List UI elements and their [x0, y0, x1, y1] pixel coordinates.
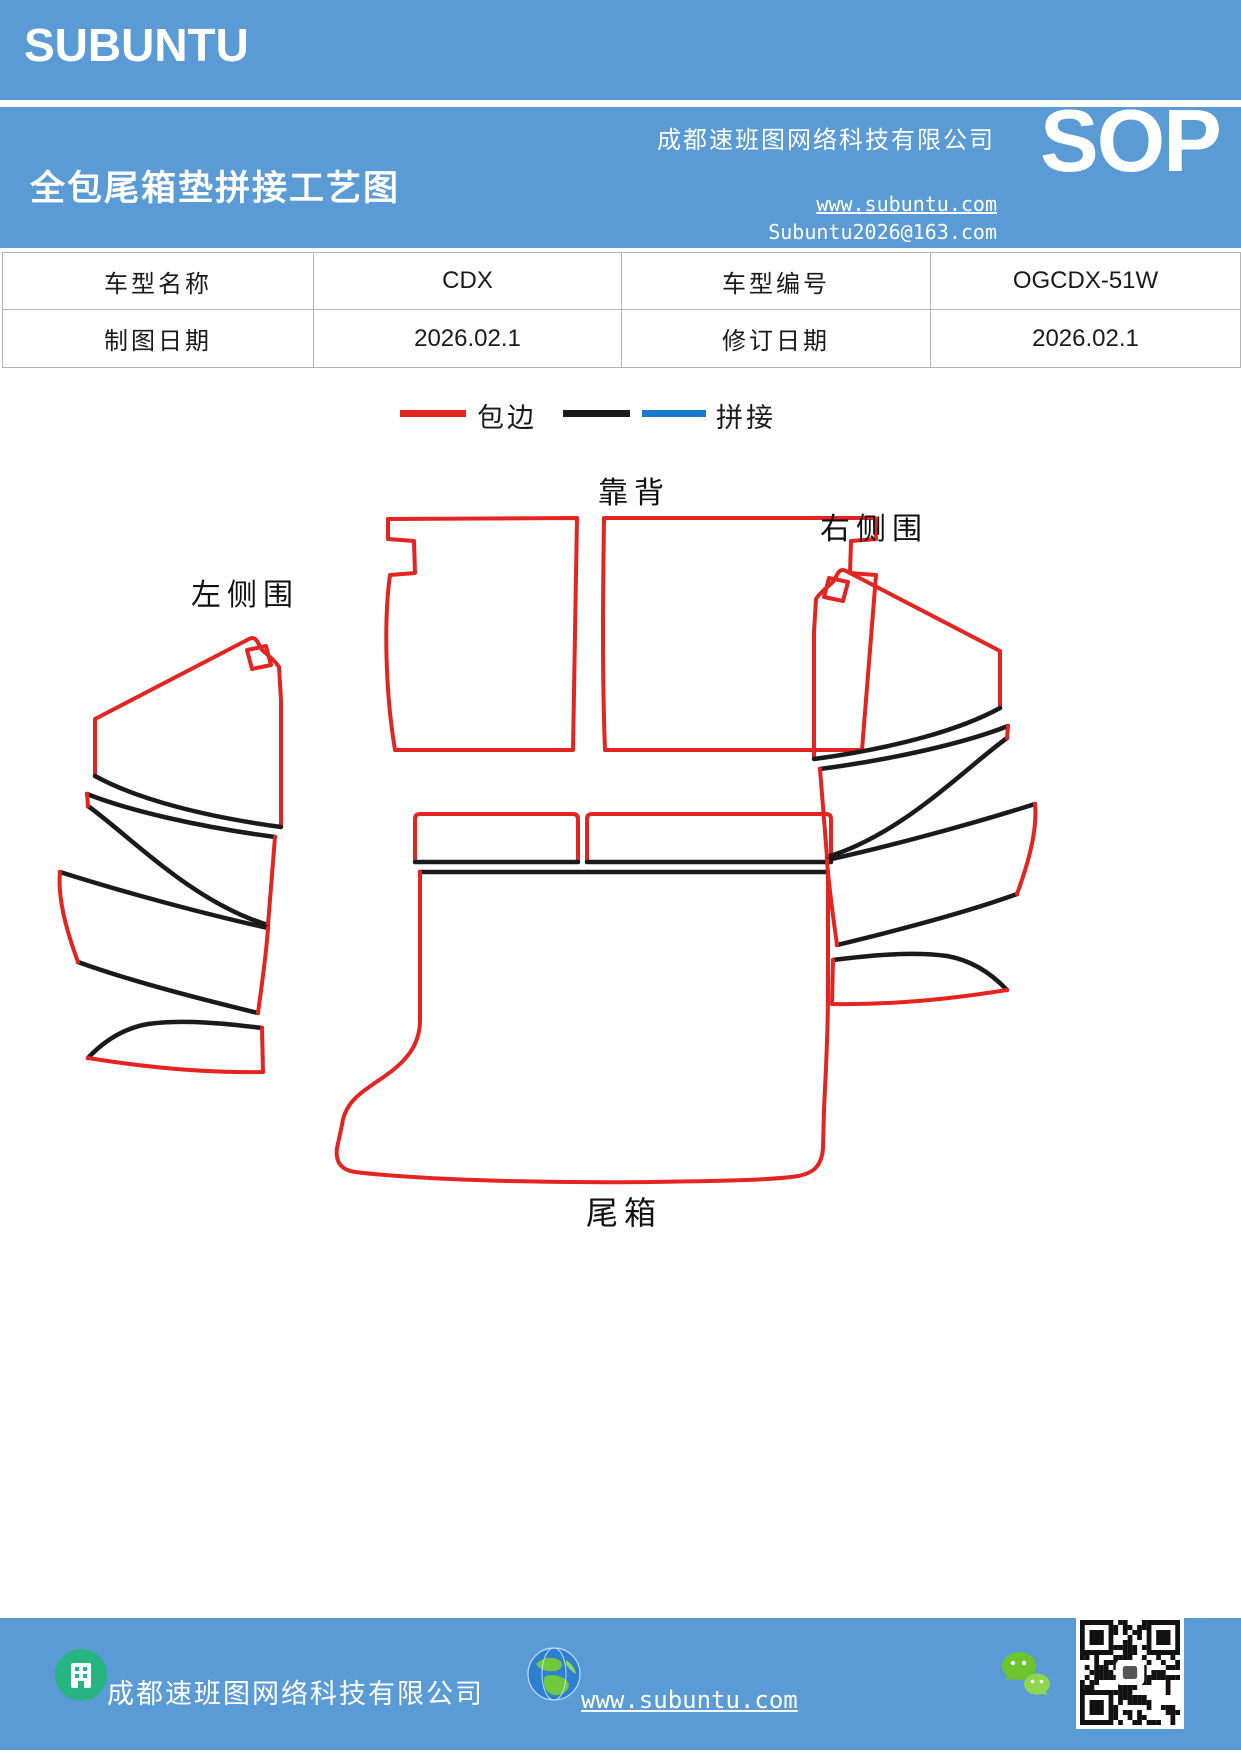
right-side-piece-4 [830, 951, 1010, 1007]
right-side-piece-2 [817, 723, 1011, 860]
page-title: 全包尾箱垫拼接工艺图 [30, 169, 401, 208]
qr-code [1076, 1616, 1184, 1729]
doc-type-label: SOP [1040, 91, 1222, 190]
right-side-piece-3 [824, 801, 1038, 948]
table-cell-drawdate-value: 2026.02.1 [314, 310, 622, 367]
vehicle-info-table: 车型名称 CDX 车型编号 OGCDX-51W 制图日期 2026.02.1 修… [2, 252, 1241, 368]
cutting-diagram: 靠背 左侧围 右侧围 尾箱 [0, 420, 1241, 1240]
right-side-group [811, 567, 1038, 1007]
trunk-main-piece [334, 869, 830, 1185]
table-cell-revdate-value: 2026.02.1 [931, 310, 1240, 367]
header-divider-line [0, 104, 995, 107]
label-left-side: 左侧围 [191, 579, 299, 612]
left-side-piece-3 [57, 869, 271, 1016]
legend-splice-black-swatch [563, 410, 630, 417]
label-trunk: 尾箱 [586, 1195, 663, 1231]
globe-icon [527, 1647, 581, 1701]
header-website-link[interactable]: www.subuntu.com [816, 192, 997, 216]
trunk-strip-right [584, 812, 834, 865]
label-right-side: 右侧围 [820, 513, 928, 546]
building-icon [55, 1649, 107, 1701]
label-backrest: 靠背 [598, 477, 670, 510]
right-side-piece-1 [811, 567, 1003, 762]
table-cell-drawdate-label: 制图日期 [3, 310, 314, 367]
backrest-right-piece [601, 516, 878, 752]
diagram-canvas [57, 516, 1038, 1185]
table-cell-code-value: OGCDX-51W [931, 253, 1240, 310]
legend-edge-swatch [400, 410, 466, 417]
footer-website-link[interactable]: www.subuntu.com [581, 1686, 798, 1714]
header-company-name: 成都速班图网络科技有限公司 [657, 127, 995, 154]
table-cell-model-label: 车型名称 [3, 253, 314, 310]
trunk-strip-left [412, 812, 581, 865]
header-band-main [0, 107, 1241, 248]
header-email: Subuntu2026@163.com [768, 220, 997, 244]
wechat-icon [1002, 1652, 1050, 1696]
left-side-piece-2 [84, 791, 278, 928]
legend-splice-label: 拼接 [716, 403, 776, 433]
left-side-group [57, 635, 284, 1075]
brand-logo: SUBUNTU [24, 19, 249, 71]
backrest-left-piece [384, 516, 579, 752]
table-cell-code-label: 车型编号 [622, 253, 931, 310]
header-band-top [0, 0, 1241, 100]
footer-company-name: 成都速班图网络科技有限公司 [107, 1679, 484, 1709]
left-side-piece-1 [92, 635, 284, 830]
table-cell-model-value: CDX [314, 253, 622, 310]
legend-edge-label: 包边 [477, 403, 537, 433]
table-cell-revdate-label: 修订日期 [622, 310, 931, 367]
left-side-piece-4 [85, 1019, 265, 1075]
legend-splice-blue-swatch [642, 410, 706, 417]
